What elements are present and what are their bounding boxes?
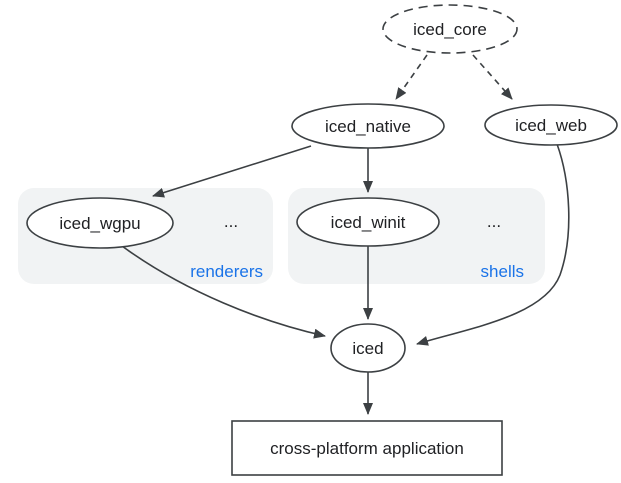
iced-web-label: iced_web <box>515 116 587 135</box>
application-rect <box>231 420 503 476</box>
iced-label: iced <box>352 339 383 358</box>
node-application: cross-platform application <box>231 420 503 476</box>
iced-wgpu-ellipse <box>26 197 174 249</box>
shells-group-label: shells <box>481 262 524 281</box>
node-iced-winit: iced_winit <box>296 197 440 247</box>
iced-native-label: iced_native <box>325 117 411 136</box>
renderers-ellipsis: ... <box>224 212 238 231</box>
renderers-group-label: renderers <box>190 262 263 281</box>
node-iced: iced <box>330 323 406 373</box>
edge-iced-native-to-iced-wgpu <box>152 145 312 198</box>
edge-iced-wgpu-to-iced <box>121 245 326 339</box>
edge-iced-core-to-iced-native <box>395 54 428 100</box>
application-label: cross-platform application <box>270 439 464 458</box>
iced-core-label: iced_core <box>413 20 487 39</box>
iced-wgpu-label: iced_wgpu <box>59 214 140 233</box>
edge-iced-web-to-iced <box>416 143 570 346</box>
iced-ellipse <box>330 323 406 373</box>
node-iced-web: iced_web <box>484 104 618 146</box>
node-iced-native: iced_native <box>291 103 445 149</box>
iced-winit-ellipse <box>296 197 440 247</box>
edge-iced-core-to-iced-web <box>472 54 513 100</box>
shells-ellipsis: ... <box>487 212 501 231</box>
iced-native-ellipse <box>291 103 445 149</box>
node-iced-core: iced_core <box>382 4 518 54</box>
node-iced-wgpu: iced_wgpu <box>26 197 174 249</box>
iced-web-ellipse <box>484 104 618 146</box>
iced-winit-label: iced_winit <box>331 213 406 232</box>
iced-core-ellipse <box>382 4 518 54</box>
